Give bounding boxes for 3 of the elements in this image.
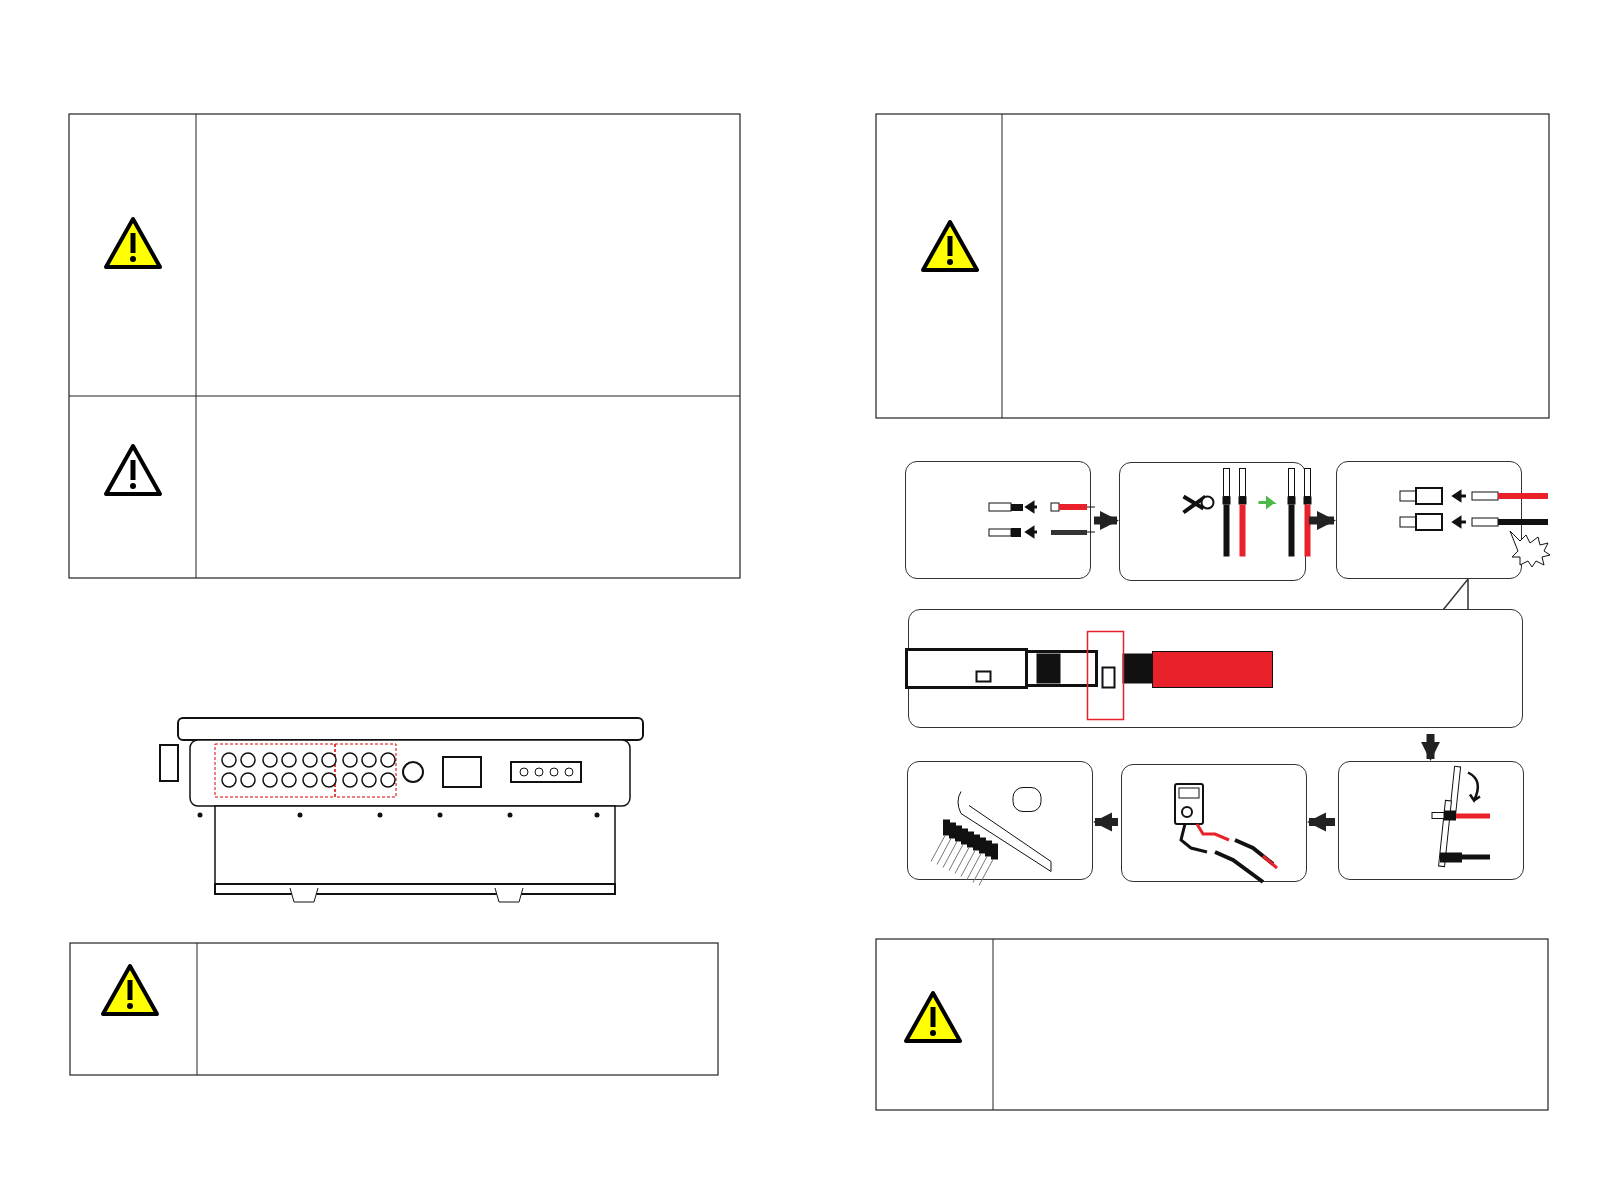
step-panel <box>1338 761 1524 880</box>
step-panel <box>1121 764 1307 882</box>
step-panel <box>908 609 1523 728</box>
